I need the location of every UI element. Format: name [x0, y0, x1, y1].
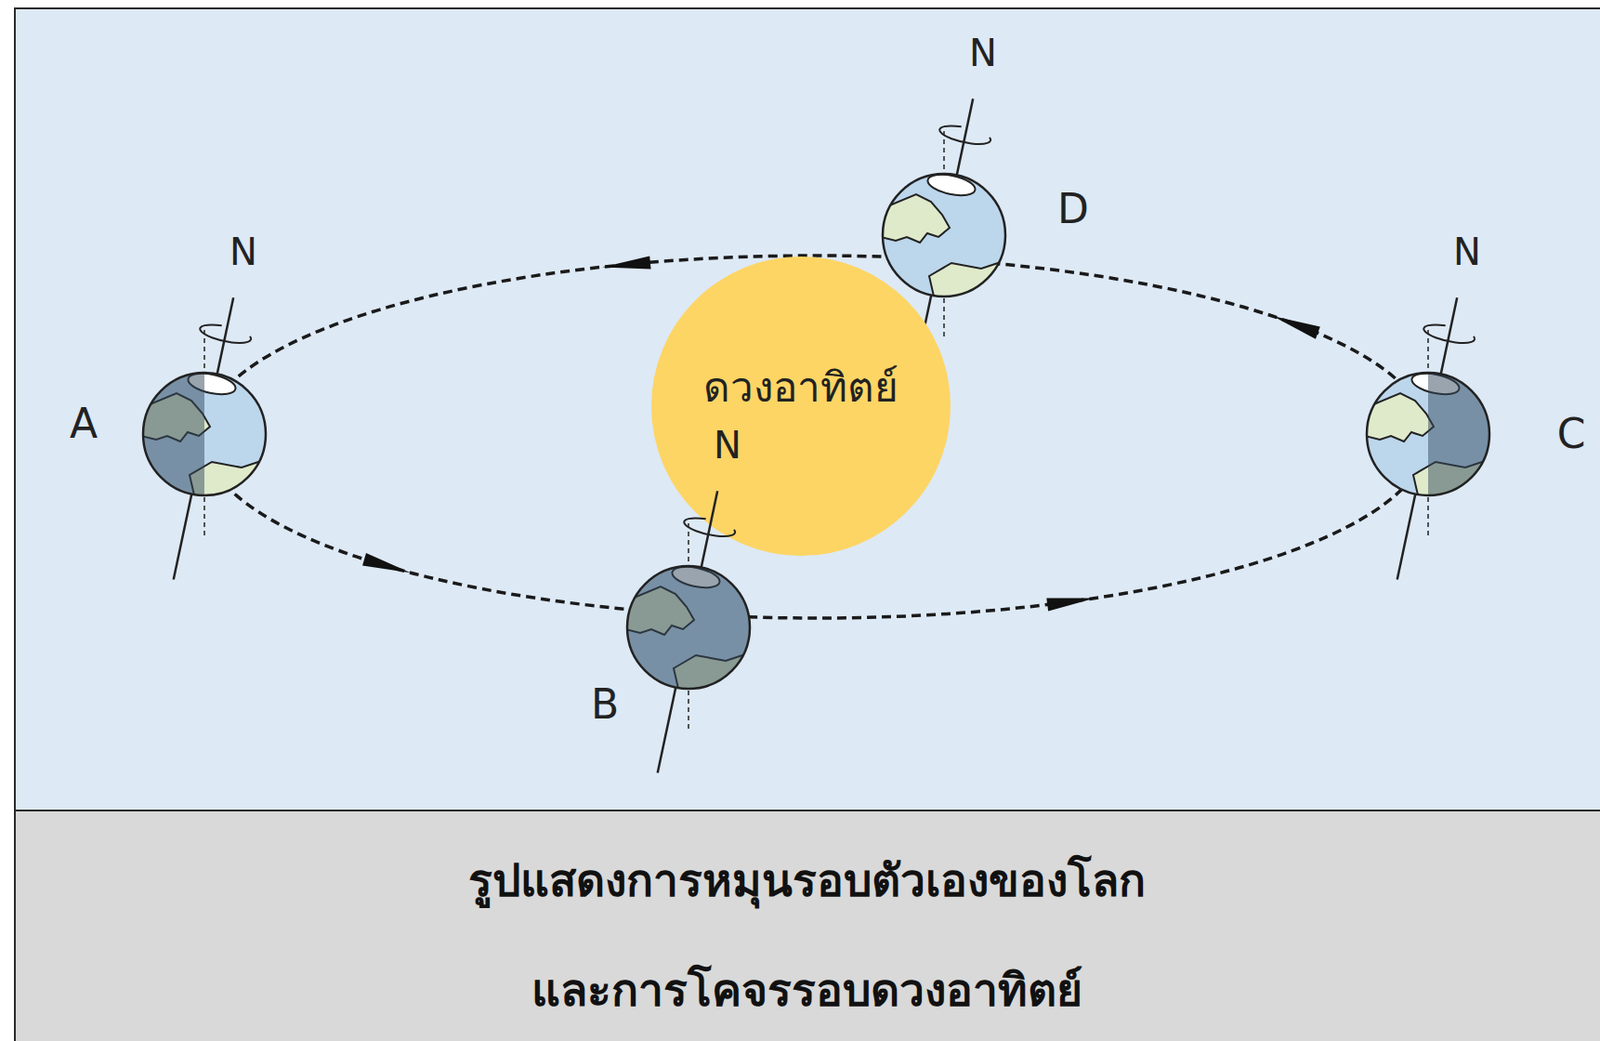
north-pole-label: N: [969, 32, 997, 74]
position-letter: C: [1557, 411, 1587, 457]
sun-circle: ดวงอาทิตย์: [651, 256, 951, 556]
position-letter: B: [590, 681, 619, 727]
sun-label: ดวงอาทิตย์: [703, 363, 899, 413]
earth-globe: [141, 297, 270, 579]
north-pole-label: N: [229, 231, 258, 273]
orbit-path: [203, 255, 1429, 618]
north-pole-label: N: [713, 424, 742, 466]
orbit-arrows: [362, 256, 1321, 612]
figure-caption: รูปแสดงการหมุนรอบตัวเองของโลก และการโคจร…: [464, 825, 1150, 1041]
position-letter: A: [69, 401, 98, 446]
position-letter: D: [1057, 186, 1089, 232]
earth-globe: [1364, 297, 1494, 579]
north-pole-label: N: [1453, 231, 1482, 273]
caption-area: รูปแสดงการหมุนรอบตัวเองของโลก และการโคจร…: [13, 825, 1600, 1041]
sun-disc: [651, 256, 951, 556]
